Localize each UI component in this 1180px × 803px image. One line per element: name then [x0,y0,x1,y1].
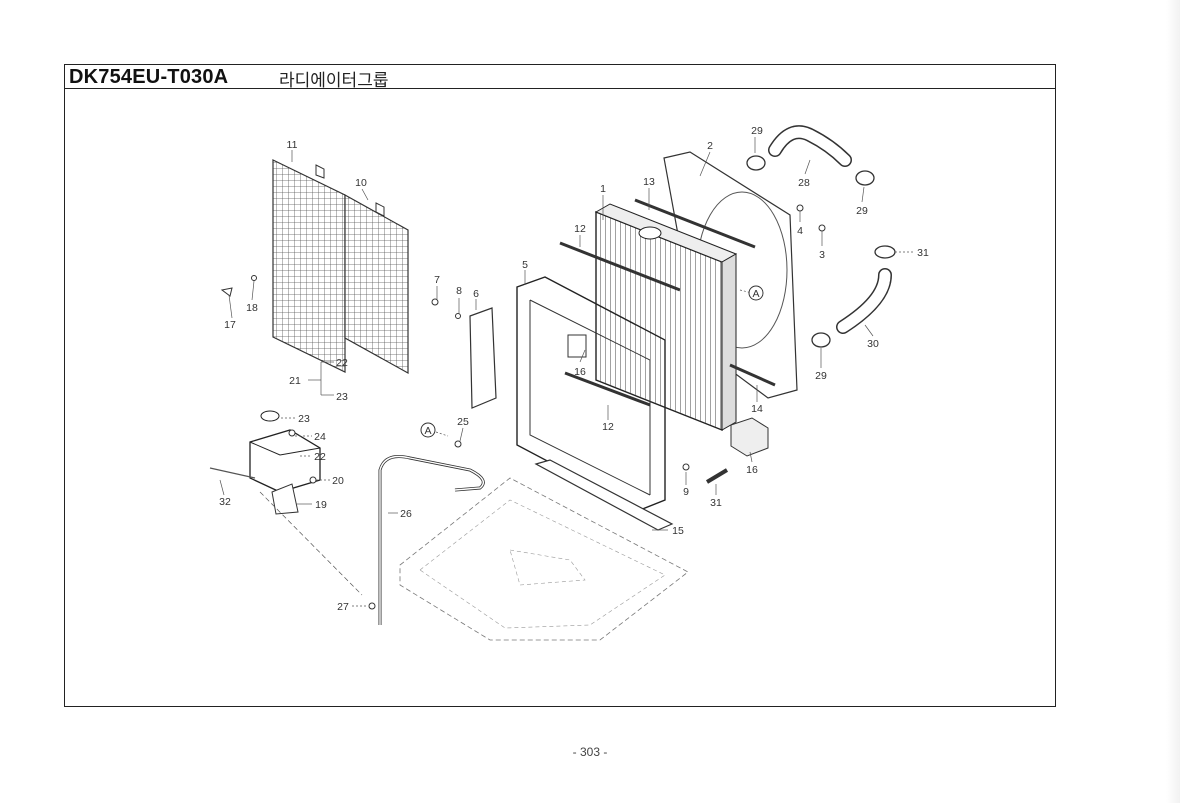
callout-label: 23 [298,413,310,425]
page-edge [1166,0,1180,803]
overflow-hose-26 [378,455,485,625]
callout-label: 12 [574,223,586,235]
lower-hose-30-inner [837,269,891,333]
base-plate-cutout [509,549,586,586]
clamp-25 [454,440,462,448]
callout-label: 9 [683,486,689,498]
side-bar-14 [729,363,776,387]
callout-label: 4 [797,225,803,237]
callout-label: 2 [707,140,713,152]
callout-label: 32 [219,496,231,508]
seal-15-drawing [534,459,674,531]
callout-label: 26 [400,508,412,520]
callout-label: 16 [746,464,758,476]
callout-label: 12 [602,421,614,433]
callout-label: 28 [798,177,810,189]
bolt-24 [288,429,296,437]
bolt-4 [796,204,804,212]
callout-label: 22 [314,451,326,463]
upper-hose-28-inner [769,126,851,166]
bolt-3 [818,224,826,232]
callout-label: 24 [314,431,326,443]
callout-label: 6 [473,288,479,300]
bolt-7 [431,298,439,306]
callout-label: 23 [336,391,348,403]
callout-label: 5 [522,259,528,271]
side-bar-12-lower [564,371,651,407]
callout-label: 31 [710,497,722,509]
callout-label: 3 [819,249,825,261]
callout-label: 14 [751,403,763,415]
callout-label: 29 [856,205,868,217]
reference-circle-a-1 [748,285,764,301]
callout-label: 17 [224,319,236,331]
clamp-27 [368,602,376,610]
callout-label: 15 [672,525,684,537]
base-plate-inner [419,499,666,629]
clip-17 [220,287,233,297]
bracket-6-drawing [469,307,497,409]
callout-label: 20 [332,475,344,487]
sponge-16-drawing [730,417,769,457]
callout-labels: 1 2 3 4 5 6 7 8 9 10 11 12 12 13 14 15 1… [219,125,929,613]
hose-clamp-31 [874,245,896,259]
screen-11-drawing [272,159,346,373]
header-bar: DK754EU-T030A 라디에이터그룹 [65,65,1055,91]
callout-label: 22 [336,357,348,369]
wire-32 [209,467,256,479]
bolt-20 [309,476,317,484]
callout-label: 21 [289,375,301,387]
clip-18 [251,275,257,281]
callout-label: A [424,425,431,437]
callout-label: 30 [867,338,879,350]
callout-label: 16 [574,366,586,378]
callout-label: 13 [643,176,655,188]
bolt-9 [682,463,690,471]
link-plate-31 [705,468,729,484]
side-bar-12-upper [559,241,681,292]
callout-label: 19 [315,499,327,511]
callout-label: 10 [355,177,367,189]
callout-label: 11 [287,139,298,151]
callout-label: 29 [751,125,763,137]
reference-circle-a-2 [420,422,436,438]
callout-label: 25 [457,416,469,428]
overflow-hose-26-inner [379,455,484,625]
callout-label: 8 [456,285,462,297]
callout-label: 29 [815,370,827,382]
screen-10-drawing [344,193,409,375]
page-number: - 303 - [572,745,608,759]
model-code: DK754EU-T030A [69,66,229,88]
hose-clamp-29-c [811,332,831,348]
side-bar-13 [634,198,756,249]
hose-clamp-29-a [746,155,766,171]
callout-label: 18 [246,302,258,314]
callout-label: 31 [917,247,929,259]
base-plate [399,477,689,641]
callout-label: 27 [337,601,349,613]
washer-8 [455,313,461,319]
group-title: 라디에이터그룹 [279,71,389,91]
reserve-tank-drawing [249,410,321,515]
leader-lines [219,137,915,607]
callout-label: 1 [600,183,606,195]
radiator-frame-drawing [516,276,666,511]
callout-label: 7 [434,274,440,286]
radiator-core-drawing [594,203,738,432]
hose-clamp-29-b [855,170,875,186]
callout-label: A [752,288,759,300]
parts-catalog-frame: DK754EU-T030A 라디에이터그룹 [64,64,1056,707]
